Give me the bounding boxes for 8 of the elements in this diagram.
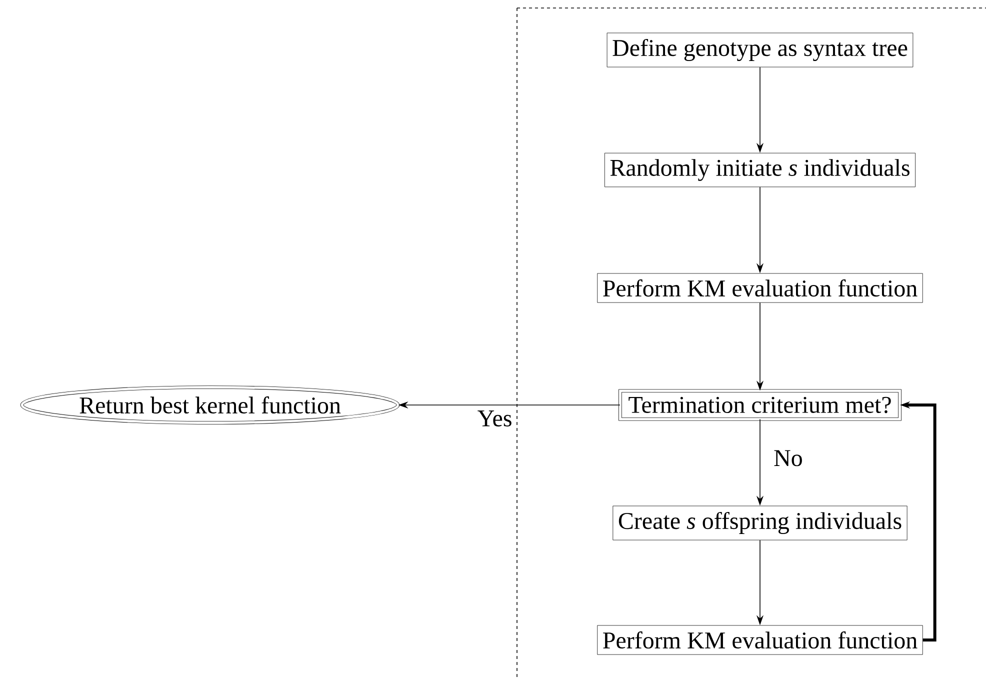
edge-label: Yes	[478, 410, 512, 426]
process-box: Define genotype as syntax tree	[606, 32, 914, 68]
process-box: Create s offspring individuals	[612, 506, 908, 540]
edge-label: No	[774, 450, 802, 466]
process-box: Perform KM evaluation function	[597, 625, 923, 655]
decision-box: Termination criterium met?	[618, 389, 902, 421]
process-box: Randomly initiate s individuals	[604, 152, 916, 188]
process-box: Perform KM evaluation function	[597, 273, 923, 303]
